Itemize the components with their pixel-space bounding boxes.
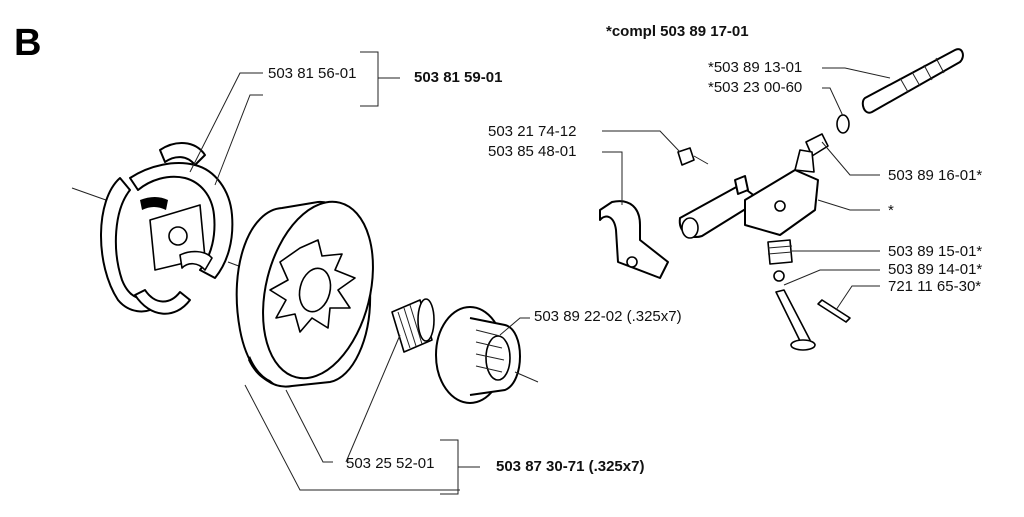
leader-lines [189, 51, 891, 495]
label-r7: 503 89 15-01* [888, 243, 983, 260]
label-r3: 503 21 74-12 [488, 123, 577, 140]
label-r9: 721 11 65-30* [888, 278, 982, 295]
rim-sprocket [435, 306, 539, 404]
label-assembly-b: 503 87 30-71 (.325x7) [496, 458, 645, 475]
label-r6: * [888, 202, 894, 219]
label-assembly-a: 503 81 59-01 [414, 69, 503, 86]
label-r5: 503 89 16-01* [888, 167, 983, 184]
label-r1: *503 89 13-01 [708, 59, 803, 76]
clutch-drum [235, 200, 374, 388]
label-part-b: 503 25 52-01 [346, 455, 435, 472]
label-r8: 503 89 14-01* [888, 261, 983, 278]
header-note: *compl 503 89 17-01 [606, 23, 749, 40]
label-r4: 503 85 48-01 [488, 143, 577, 160]
clutch-shoes [71, 142, 245, 315]
oil-pump-parts [599, 48, 964, 351]
label-sprocket: 503 89 22-02 (.325x7) [534, 308, 682, 325]
needle-bearing [391, 298, 435, 353]
label-part-a: 503 81 56-01 [268, 65, 357, 82]
label-r2: *503 23 00-60 [708, 79, 803, 96]
section-letter: B [14, 22, 42, 64]
